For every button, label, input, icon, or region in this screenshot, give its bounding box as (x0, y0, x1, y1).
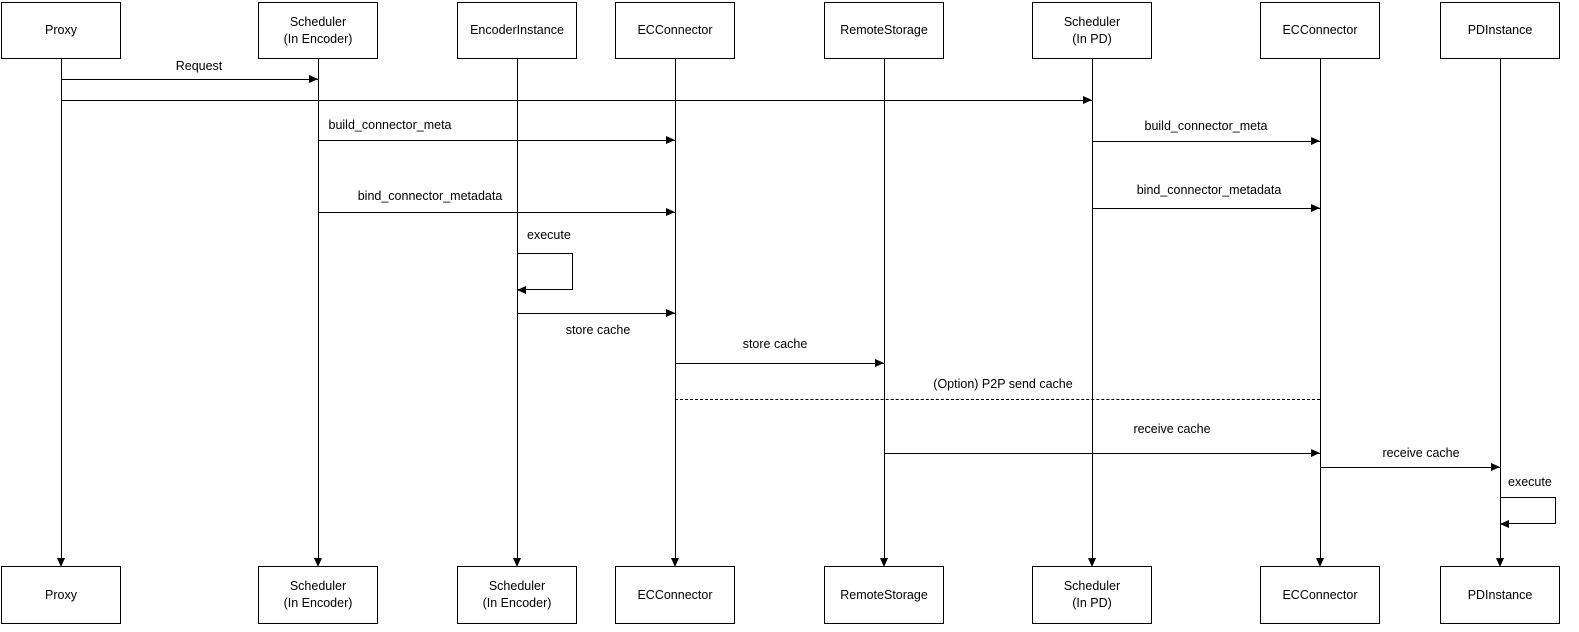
participant-footer-label: Scheduler (289, 579, 347, 594)
participant-footer-label: (In Encoder) (482, 596, 552, 610)
participant-header-encoder_inst[interactable]: EncoderInstance (457, 2, 577, 59)
message-label-m8: store cache (742, 337, 808, 351)
lifeline-sched_pd (1092, 59, 1093, 560)
self-message-loop-s2[interactable] (1500, 497, 1556, 524)
participant-header-ecconn_pd[interactable]: ECConnector (1260, 2, 1380, 59)
message-label-m11: receive cache (1382, 446, 1460, 460)
participant-footer-label: Proxy (45, 587, 77, 602)
lifeline-end-arrow-encoder_inst (513, 558, 521, 567)
message-line-m11[interactable] (1320, 467, 1500, 468)
message-line-m6[interactable] (1092, 208, 1320, 209)
message-arrowhead-m2 (1083, 96, 1092, 104)
participant-header-label: RemoteStorage (840, 23, 928, 38)
participant-header-pd_inst[interactable]: PDInstance (1440, 2, 1560, 59)
lifeline-remote (884, 59, 885, 560)
participant-footer-ecconn_pd[interactable]: ECConnector (1260, 566, 1380, 624)
participant-header-label: (In PD) (1072, 31, 1112, 46)
participant-header-label: ECConnector (1282, 23, 1358, 38)
participant-footer-label: (In Encoder) (283, 596, 353, 610)
lifeline-end-arrow-proxy (57, 558, 65, 567)
message-label-m3: build_connector_meta (328, 118, 452, 132)
participant-header-label: (In Encoder) (283, 31, 353, 46)
message-arrowhead-m3 (666, 136, 675, 144)
participant-footer-proxy[interactable]: Proxy (1, 566, 121, 624)
participant-footer-pd_inst[interactable]: PDInstance (1440, 566, 1560, 624)
message-label-m5: bind_connector_metadata (357, 189, 503, 203)
participant-footer-label: Scheduler (488, 579, 546, 594)
message-arrowhead-m7 (666, 309, 675, 317)
lifeline-end-arrow-remote (880, 558, 888, 567)
message-arrowhead-m10 (1311, 449, 1320, 457)
lifeline-encoder_inst (517, 59, 518, 560)
participant-footer-encoder_inst[interactable]: Scheduler (In Encoder) (457, 566, 577, 624)
participant-footer-sched_enc[interactable]: Scheduler (In Encoder) (258, 566, 378, 624)
participant-header-proxy[interactable]: Proxy (1, 2, 121, 59)
message-label-m7: store cache (565, 323, 631, 337)
participant-header-sched_pd[interactable]: Scheduler (In PD) (1032, 2, 1152, 59)
message-label-m6: bind_connector_metadata (1136, 183, 1282, 197)
lifeline-end-arrow-pd_inst (1496, 558, 1504, 567)
participant-header-label: ECConnector (637, 23, 713, 38)
message-line-m4[interactable] (1092, 141, 1320, 142)
participant-footer-label: RemoteStorage (840, 587, 928, 602)
message-line-m1[interactable] (61, 79, 318, 80)
message-label-m9: (Option) P2P send cache (933, 377, 1073, 391)
participant-header-remote[interactable]: RemoteStorage (824, 2, 944, 59)
lifeline-pd_inst (1500, 59, 1501, 560)
self-message-label-s1: execute (527, 228, 571, 242)
participant-header-label: PDInstance (1467, 23, 1533, 38)
self-message-arrowhead-s1 (517, 286, 526, 294)
lifeline-end-arrow-ecconn_enc (671, 558, 679, 567)
lifeline-ecconn_pd (1320, 59, 1321, 560)
self-message-loop-s1[interactable] (517, 253, 573, 290)
participant-footer-sched_pd[interactable]: Scheduler (In PD) (1032, 566, 1152, 624)
lifeline-proxy (61, 59, 62, 560)
participant-footer-label: ECConnector (637, 587, 713, 602)
message-arrowhead-m6 (1311, 204, 1320, 212)
self-message-arrowhead-s2 (1500, 520, 1509, 528)
message-label-m10: receive cache (1133, 422, 1211, 436)
lifeline-sched_enc (318, 59, 319, 560)
message-line-m7[interactable] (517, 313, 675, 314)
participant-header-label: Scheduler (1063, 14, 1121, 29)
message-line-m8[interactable] (675, 363, 884, 364)
self-message-label-s2: execute (1508, 475, 1552, 489)
message-arrowhead-m5 (666, 208, 675, 216)
participant-footer-ecconn_enc[interactable]: ECConnector (615, 566, 735, 624)
participant-footer-label: PDInstance (1467, 587, 1533, 602)
participant-footer-remote[interactable]: RemoteStorage (824, 566, 944, 624)
lifeline-ecconn_enc (675, 59, 676, 560)
participant-header-ecconn_enc[interactable]: ECConnector (615, 2, 735, 59)
lifeline-end-arrow-ecconn_pd (1316, 558, 1324, 567)
message-line-m3[interactable] (318, 140, 675, 141)
participant-header-label: EncoderInstance (470, 23, 564, 38)
participant-footer-label: ECConnector (1282, 587, 1358, 602)
message-arrowhead-m4 (1311, 137, 1320, 145)
message-arrowhead-m8 (875, 359, 884, 367)
message-line-m2[interactable] (61, 100, 1092, 101)
message-label-m4: build_connector_meta (1144, 119, 1268, 133)
participant-header-sched_enc[interactable]: Scheduler (In Encoder) (258, 2, 378, 59)
lifeline-end-arrow-sched_enc (314, 558, 322, 567)
lifeline-end-arrow-sched_pd (1088, 558, 1096, 567)
message-label-m1: Request (175, 59, 223, 73)
participant-footer-label: (In PD) (1072, 596, 1112, 610)
participant-header-label: Scheduler (289, 14, 347, 29)
message-line-m10[interactable] (884, 453, 1320, 454)
message-arrowhead-m1 (309, 75, 318, 83)
message-arrowhead-m11 (1491, 463, 1500, 471)
participant-header-label: Proxy (45, 23, 77, 38)
participant-footer-label: Scheduler (1063, 579, 1121, 594)
message-line-m5[interactable] (318, 212, 675, 213)
message-line-m9[interactable] (675, 399, 1320, 400)
